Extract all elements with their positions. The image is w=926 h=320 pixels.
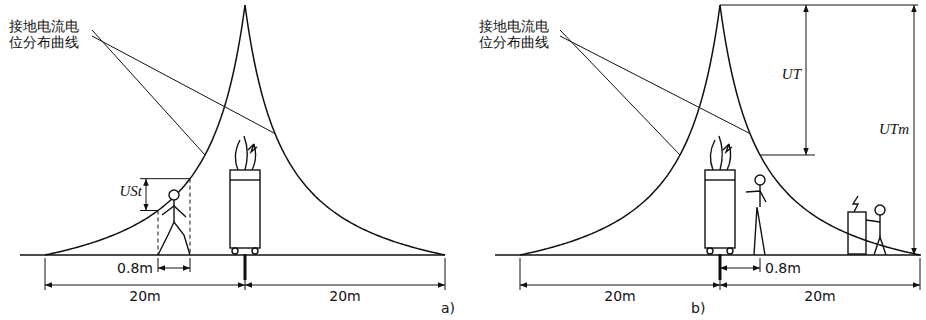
dimension-label: 0.8m <box>116 260 154 276</box>
leader-line <box>92 30 205 155</box>
dimension-line <box>146 179 147 211</box>
dimension-label: 20m <box>328 288 361 304</box>
potential-curve <box>245 5 445 255</box>
dimension-line <box>158 268 190 269</box>
extension-line <box>190 258 191 272</box>
dimension-label: 20m <box>128 288 161 304</box>
dashed-line <box>158 211 159 255</box>
curve-label: 接地电流电 位分布曲线 <box>8 18 88 50</box>
potential-curve <box>520 5 720 255</box>
faulty-device <box>848 196 866 254</box>
leader-line <box>560 36 750 134</box>
extension-line <box>140 210 158 211</box>
dimension-label: 20m <box>803 288 836 304</box>
dimension-line <box>520 285 720 286</box>
voltage-label: UTm <box>878 121 910 138</box>
person <box>746 175 766 255</box>
extension-line <box>720 5 918 6</box>
leader-line <box>560 30 680 155</box>
dimension-label: 0.8m <box>764 260 802 276</box>
dimension-line <box>806 5 807 155</box>
potential-curve <box>720 5 920 255</box>
dimension-line <box>914 5 915 255</box>
leader-line <box>92 36 275 134</box>
dimension-line <box>720 285 920 286</box>
dashed-line <box>190 179 191 255</box>
voltage-label: USt <box>119 183 144 200</box>
panel-label: b) <box>690 300 706 316</box>
extension-line <box>760 258 761 272</box>
ground-lines <box>20 254 921 255</box>
person <box>866 205 886 255</box>
voltage-label: UT <box>781 66 802 83</box>
extension-line <box>140 178 190 179</box>
dimension-line <box>45 285 245 286</box>
curve-label: 接地电流电 位分布曲线 <box>478 18 558 50</box>
person <box>158 190 190 255</box>
extension-line <box>158 258 159 272</box>
dimension-label: 20m <box>603 288 636 304</box>
extension-line <box>760 155 815 156</box>
panel-label: a) <box>440 300 456 316</box>
dimension-line <box>720 268 760 269</box>
dimension-line <box>245 285 445 286</box>
